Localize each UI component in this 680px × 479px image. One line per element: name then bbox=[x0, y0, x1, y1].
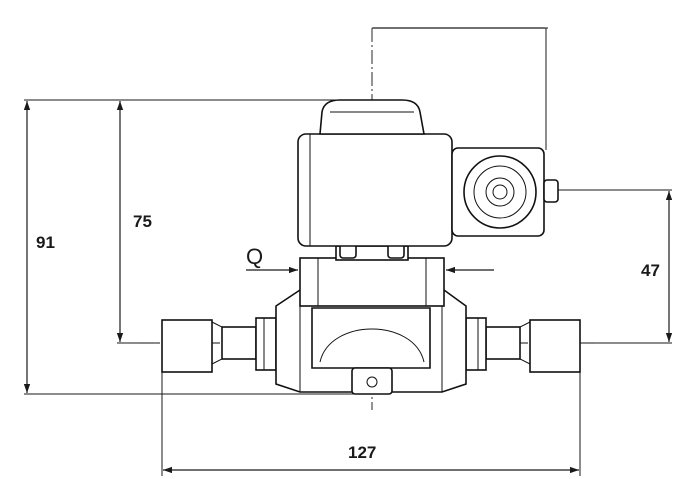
flow-q-label: Q bbox=[246, 244, 263, 269]
right-pipe bbox=[465, 317, 581, 373]
left-pipe bbox=[161, 317, 277, 373]
dim-91-label: 91 bbox=[36, 233, 55, 252]
dim-127-label: 127 bbox=[348, 443, 376, 462]
bonnet bbox=[299, 243, 445, 307]
dim-75-label: 75 bbox=[133, 212, 152, 231]
dim-47-label: 47 bbox=[641, 261, 660, 280]
valve-body bbox=[275, 289, 467, 395]
dimension-lines bbox=[23, 27, 673, 474]
coil bbox=[297, 99, 453, 247]
drain-hole bbox=[366, 376, 378, 388]
connector bbox=[451, 147, 559, 237]
